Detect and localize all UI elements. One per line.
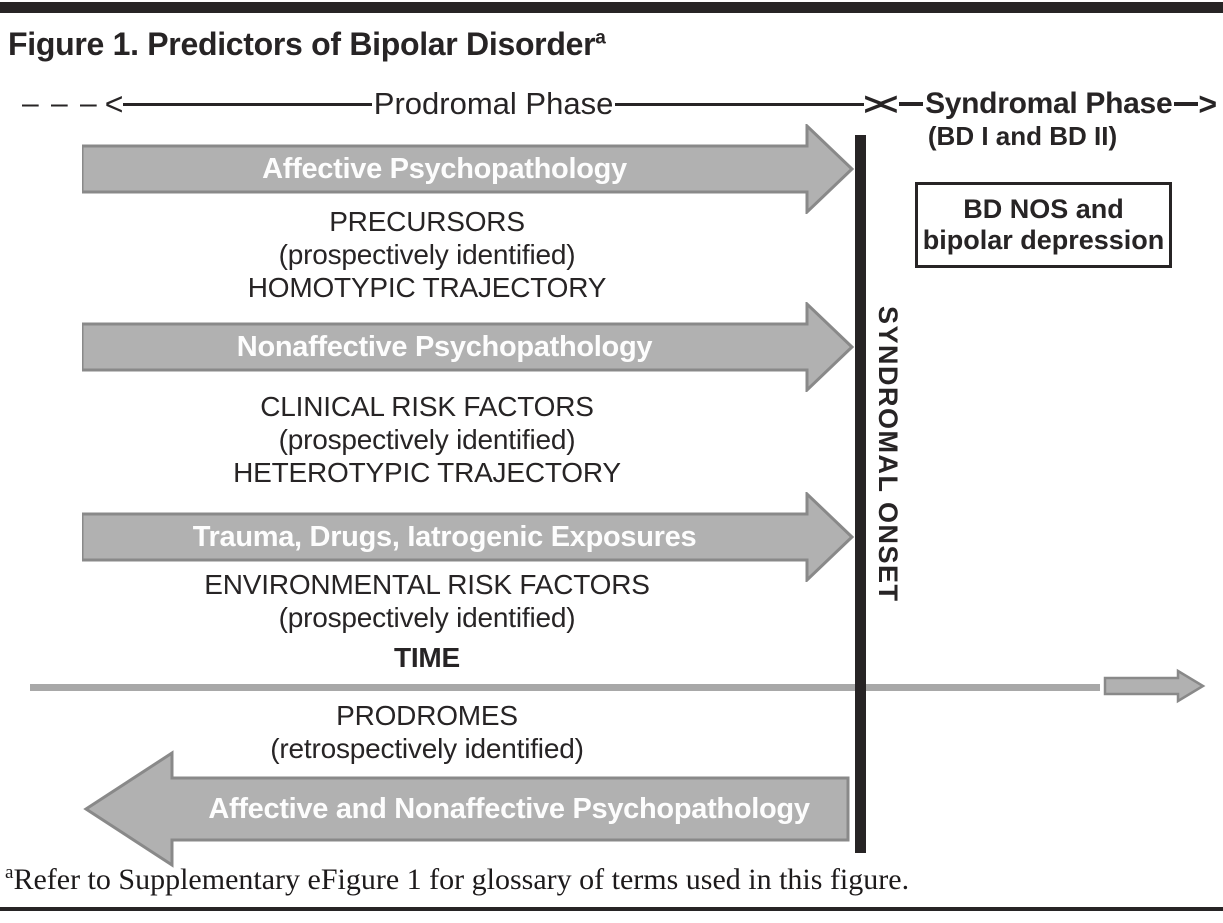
phase-junction-arrowheads-icon: >< — [863, 86, 898, 122]
syndromal-phase-subtitle: (BD I and BD II) — [927, 121, 1118, 151]
clinical-risk-factors-line: CLINICAL RISK FACTORS — [260, 391, 594, 422]
prodromal-left-arrowhead-icon: < — [104, 86, 124, 122]
figure-title: Figure 1. Predictors of Bipolar Disorder… — [8, 26, 606, 63]
nonaffective-psychopathology-arrow: Nonaffective Psychopathology — [82, 302, 855, 392]
prodromes-text-block: PRODROMES (retrospectively identified) — [82, 699, 772, 765]
bd-nos-box-line2: bipolar depression — [922, 225, 1165, 255]
precursors-line: PRECURSORS — [329, 206, 525, 237]
time-axis-line — [30, 684, 1100, 691]
axis-dashes: – – – — [22, 87, 99, 120]
precursors-qualifier: (prospectively identified) — [278, 239, 576, 270]
syndromal-phase-label: Syndromal Phase — [925, 87, 1173, 120]
prodromal-phase-label: Prodromal Phase — [373, 86, 614, 121]
footnote-text: Refer to Supplementary eFigure 1 for glo… — [13, 863, 910, 896]
affective-psychopathology-arrow-label: Affective Psychopathology — [262, 152, 627, 185]
footnote: aRefer to Supplementary eFigure 1 for gl… — [5, 862, 909, 897]
syndromal-axis-dash-left — [899, 102, 924, 106]
figure-title-superscript: a — [595, 27, 606, 49]
nonaffective-psychopathology-arrow-label: Nonaffective Psychopathology — [236, 330, 653, 363]
prodromal-axis-line-right — [615, 102, 864, 106]
syndromal-right-arrowhead-icon: > — [1198, 86, 1217, 122]
heterotypic-trajectory-line: HETEROTYPIC TRAJECTORY — [233, 457, 621, 488]
right-block-arrow-icon — [82, 302, 855, 392]
phase-axis: – – – < Prodromal Phase >< Syndromal Pha… — [22, 86, 1217, 122]
precursors-text-block: PRECURSORS (prospectively identified) HO… — [82, 205, 772, 304]
syndromal-onset-line — [855, 135, 866, 853]
clinical-risk-qualifier: (prospectively identified) — [278, 424, 576, 455]
time-label: TIME — [393, 642, 461, 673]
environmental-risk-text-block: ENVIRONMENTAL RISK FACTORS (prospectivel… — [82, 568, 772, 634]
prodromes-line: PRODROMES — [336, 700, 518, 731]
bd-nos-box: BD NOS and bipolar depression — [915, 182, 1172, 268]
trauma-drugs-iatrogenic-arrow-label: Trauma, Drugs, Iatrogenic Exposures — [192, 520, 697, 553]
syndromal-onset-label: SYNDROMAL ONSET — [873, 306, 903, 603]
clinical-risk-text-block: CLINICAL RISK FACTORS (prospectively ide… — [82, 390, 772, 489]
bd-nos-box-line1: BD NOS and — [963, 194, 1124, 224]
right-block-arrow-icon — [82, 124, 855, 214]
prodromal-axis-line-left — [123, 102, 372, 106]
figure-title-text: Figure 1. Predictors of Bipolar Disorder — [8, 26, 596, 62]
retrospective-psychopathology-arrow-label: Affective and Nonaffective Psychopatholo… — [208, 792, 810, 825]
syndromal-axis-dash-right — [1174, 102, 1199, 106]
retrospective-psychopathology-arrow: Affective and Nonaffective Psychopatholo… — [83, 750, 851, 868]
right-block-arrow-icon — [82, 492, 855, 582]
time-axis-arrowhead-icon — [1103, 668, 1206, 704]
environmental-risk-factors-line: ENVIRONMENTAL RISK FACTORS — [204, 569, 650, 600]
left-block-arrow-icon — [83, 750, 850, 868]
top-rule — [0, 2, 1223, 13]
affective-psychopathology-arrow: Affective Psychopathology — [82, 124, 855, 214]
footnote-superscript: a — [5, 862, 14, 883]
prodromes-qualifier: (retrospectively identified) — [270, 733, 584, 764]
bottom-rule — [0, 907, 1223, 911]
environmental-risk-qualifier: (prospectively identified) — [278, 602, 576, 633]
trauma-drugs-iatrogenic-arrow: Trauma, Drugs, Iatrogenic Exposures — [82, 492, 855, 582]
homotypic-trajectory-line: HOMOTYPIC TRAJECTORY — [247, 272, 607, 303]
time-axis — [30, 668, 1206, 704]
